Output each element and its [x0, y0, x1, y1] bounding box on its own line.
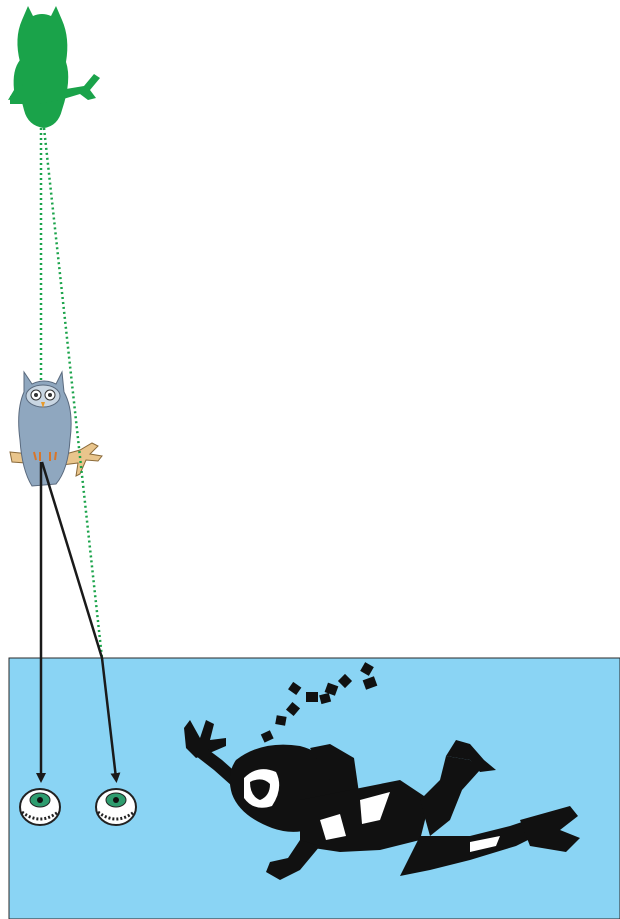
bubbles-icon [260, 662, 378, 743]
real-owl-icon [9, 370, 103, 487]
eye-icon [19, 788, 61, 826]
light-ray-refracted [40, 461, 121, 783]
scuba-diver-icon [184, 720, 580, 880]
eye-icon [95, 788, 137, 826]
apparent-sight-line-slanted [42, 127, 104, 659]
apparent-owl-icon [8, 6, 100, 128]
